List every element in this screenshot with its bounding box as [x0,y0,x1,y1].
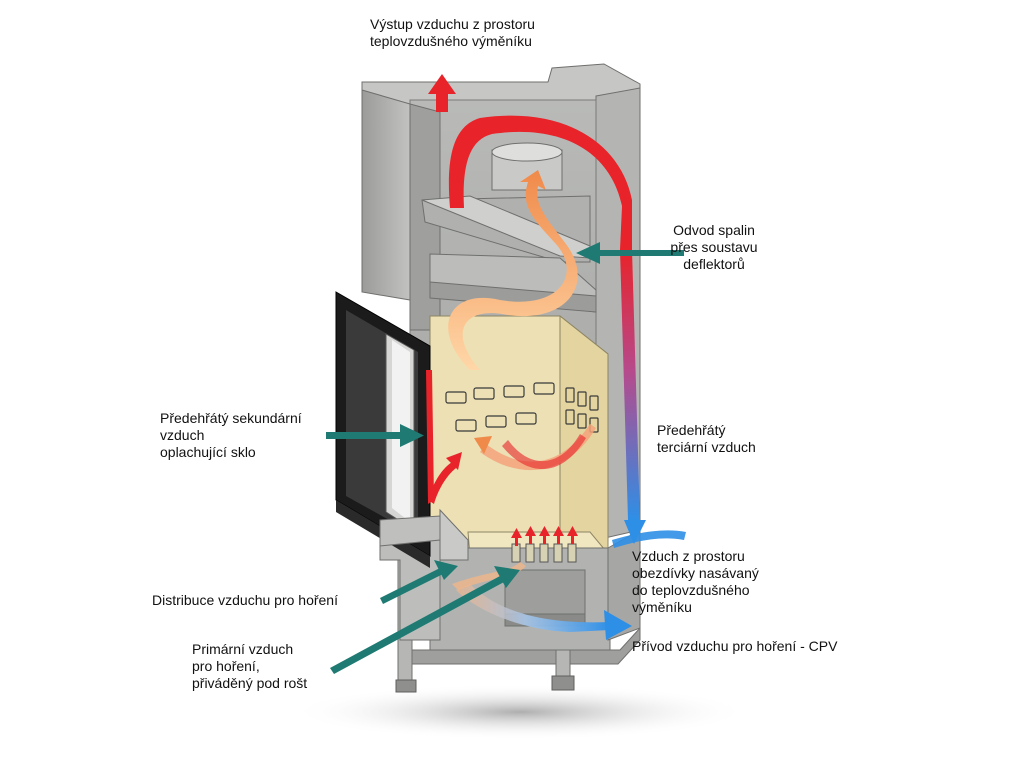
primary-air-up-arrows [511,526,578,546]
hot-air-arrow [428,462,456,504]
pointer-arrow [576,242,684,264]
pointer-arrow [326,424,424,447]
label-combustion-distribution: Distribuce vzduchu pro hoření [152,592,338,609]
door-frame [335,291,441,568]
floor-shadow [290,684,750,740]
flame-arrow [502,434,586,470]
cold-air-arrow [456,584,610,632]
label-cpv-supply: Přívod vzduchu pro hoření - CPV [632,638,837,655]
pointer-arrow [330,566,520,674]
secondary-air-holes [445,382,599,433]
label-tertiary-air: Předehřátý terciární vzduch [657,422,756,456]
label-line: Distribuce vzduchu pro hoření [152,592,338,608]
label-line: Primární vzduch [192,641,294,657]
cold-air-arrow [604,610,632,640]
pointer-arrow [380,560,458,604]
cold-air-arrow [620,250,640,520]
label-line: Přívod vzduchu pro hoření - CPV [632,638,838,654]
hot-air-arrow [428,74,456,94]
label-line: teplovzdušného výměníku [370,33,532,49]
label-primary-air: Primární vzduch pro hoření, přiváděný po… [192,641,307,692]
label-line: Výstup vzduchu z prostoru [370,16,535,32]
label-line: obezdívky nasávaný [632,565,759,581]
label-exhaust-top: Výstup vzduchu z prostoru teplovzdušného… [370,16,535,50]
label-line: vzduch [160,427,205,443]
label-line: Vzduch z prostoru [632,548,745,564]
hot-air-arrow [448,115,632,250]
label-line: přes soustavu [670,239,758,255]
label-line: terciární vzduch [657,439,756,455]
label-intake-air: Vzduch z prostoru obezdívky nasávaný do … [632,548,759,616]
cold-air-arrow [612,530,686,548]
label-line: do teplovzdušného [632,582,750,598]
label-line: Odvod spalin [673,222,755,238]
flame-arrow [448,170,578,370]
label-line: přiváděný pod rošt [192,675,308,691]
label-line: výměníku [632,599,692,615]
label-line: oplachující sklo [160,444,256,460]
label-line: Předehřátý sekundární [160,410,302,426]
air-flows [426,74,686,640]
label-line: Předehřátý [657,422,726,438]
hot-air-arrow [426,370,434,504]
pointer-arrows [326,242,684,674]
fireplace-body [361,63,641,693]
label-line: pro hoření, [192,658,260,674]
cold-air-arrow [624,520,646,544]
label-secondary-air: Předehřátý sekundární vzduch oplachující… [160,410,302,461]
label-line: deflektorů [683,256,745,272]
label-flue-gas: Odvod spalin přes soustavu deflektorů [664,222,764,273]
